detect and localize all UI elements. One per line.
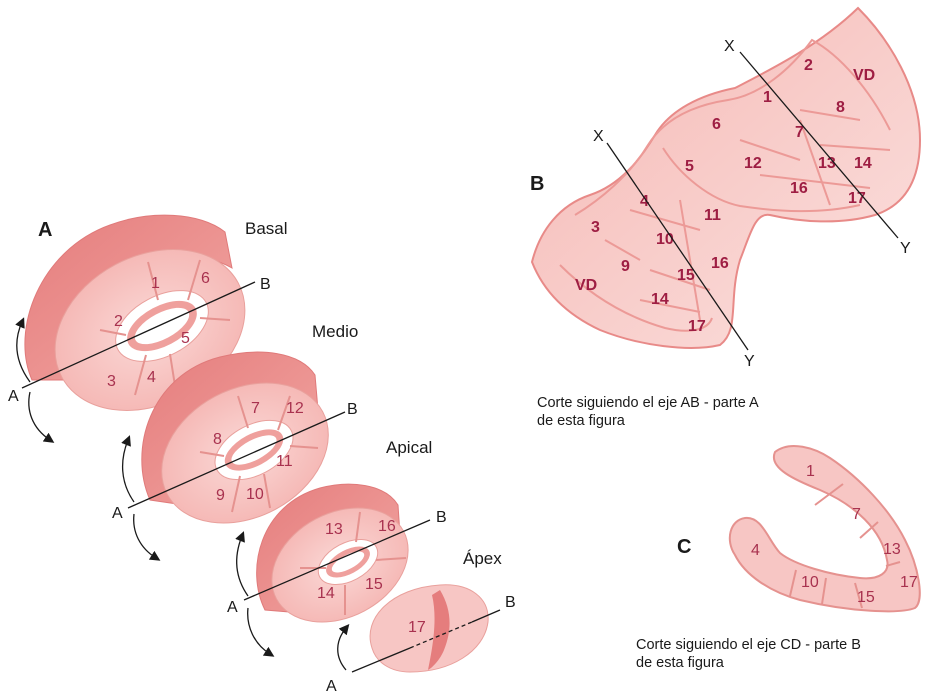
panel-b: B 2 VD 1 6 8 7 12 13 14 16 17 5 4 [530,8,920,429]
axis-a-apex: A [326,678,337,695]
seg-b-17-left: 17 [688,318,706,335]
caption-c-line2: de esta figura [636,655,725,671]
panel-a-letter: A [38,219,52,241]
seg-b-1: 1 [763,89,772,106]
seg-b-13: 13 [818,155,836,172]
seg-basal-1: 1 [151,275,160,292]
label-apical: Apical [386,438,432,457]
seg-b-16-right: 16 [790,180,808,197]
label-basal: Basal [245,219,288,238]
seg-b-17-right: 17 [848,190,866,207]
seg-c-17: 17 [900,574,918,591]
seg-b-2: 2 [804,57,813,74]
axis-b-medio: B [347,401,358,418]
seg-b-5: 5 [685,158,694,175]
label-medio: Medio [312,322,358,341]
seg-c-13: 13 [883,541,901,558]
axis-b-apex: B [505,594,516,611]
axis-x-right: X [724,38,735,55]
seg-medio-7: 7 [251,400,260,417]
label-apex: Ápex [463,549,502,568]
seg-apical-15: 15 [365,576,383,593]
seg-b-vd-right: VD [853,67,875,84]
axis-y-left: Y [744,353,755,370]
seg-c-4: 4 [751,542,760,559]
seg-b-10: 10 [656,231,674,248]
axis-b-basal: B [260,276,271,293]
panel-a: A 1 6 2 5 3 4 Basal A B [8,215,516,695]
axis-a-apical: A [227,599,238,616]
caption-b-line2: de esta figura [537,413,626,429]
axis-y-right: Y [900,240,911,257]
seg-medio-8: 8 [213,431,222,448]
seg-b-15: 15 [677,267,695,284]
long-axis-section [532,8,920,348]
seg-c-15: 15 [857,589,875,606]
caption-b-line1: Corte siguiendo el eje AB - parte A [537,395,759,411]
seg-c-7: 7 [852,506,861,523]
axis-a-basal: A [8,388,19,405]
seg-basal-4: 4 [147,369,156,386]
panel-b-letter: B [530,173,544,195]
seg-basal-3: 3 [107,373,116,390]
seg-b-11: 11 [704,207,721,224]
seg-medio-10: 10 [246,486,264,503]
seg-medio-12: 12 [286,400,304,417]
seg-apical-14: 14 [317,585,335,602]
axis-a-medio: A [112,505,123,522]
seg-b-14-right: 14 [854,155,872,172]
seg-basal-5: 5 [181,330,190,347]
seg-medio-9: 9 [216,487,225,504]
caption-c-line1: Corte siguiendo el eje CD - parte B [636,637,861,653]
seg-apical-16: 16 [378,518,396,535]
seg-b-8: 8 [836,99,845,116]
seg-c-10: 10 [801,574,819,591]
seg-c-1: 1 [806,463,815,480]
axis-b-apical: B [436,509,447,526]
seg-apex-17: 17 [408,619,426,636]
seg-basal-2: 2 [114,313,123,330]
seg-apical-13: 13 [325,521,343,538]
seg-b-14-left: 14 [651,291,669,308]
seg-b-16-left: 16 [711,255,729,272]
seg-b-6: 6 [712,116,721,133]
panel-c-letter: C [677,536,691,558]
seg-medio-11: 11 [276,453,293,470]
seg-b-3: 3 [591,219,600,236]
seg-b-vd-left: VD [575,277,597,294]
seg-b-12: 12 [744,155,762,172]
seg-b-9: 9 [621,258,630,275]
panel-c: C 1 7 13 17 15 10 4 Corte siguiendo el e… [636,446,920,671]
axis-x-left: X [593,128,604,145]
seg-basal-6: 6 [201,270,210,287]
seg-b-4: 4 [640,193,649,210]
